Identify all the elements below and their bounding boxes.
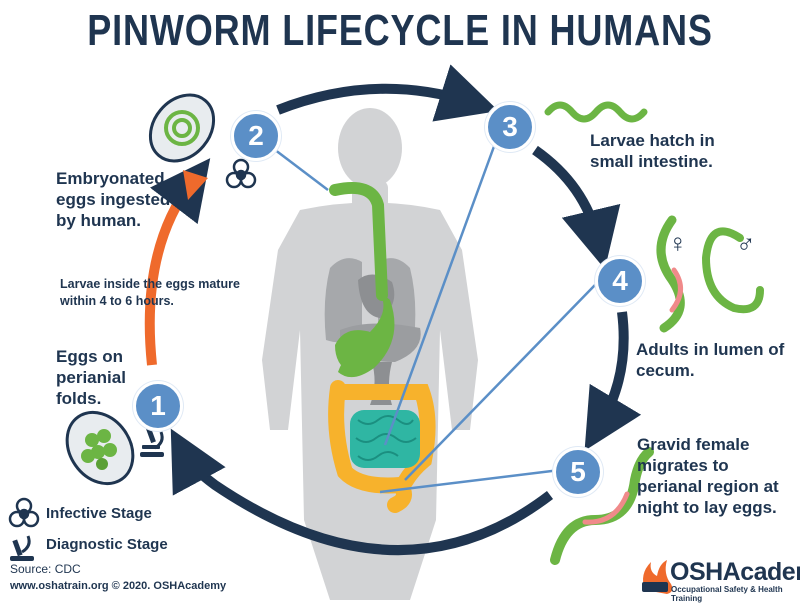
female-symbol: ♀	[668, 228, 688, 258]
stage-3-badge: 3	[485, 102, 535, 152]
embryonated-egg-icon	[148, 93, 216, 163]
stage-1-badge: 1	[133, 381, 183, 431]
page-title: PINWORM LIFECYCLE IN HUMANS	[87, 6, 713, 55]
adult-worms-icon	[656, 215, 764, 333]
stage-5-badge: 5	[553, 447, 603, 497]
gravid-female-worm-icon	[550, 447, 654, 565]
biohazard-icon	[225, 158, 257, 189]
arrow-1-to-2	[144, 158, 211, 366]
stage-5-label: Gravid female migrates to perianal regio…	[637, 435, 779, 517]
legend-infective-stage: Infective Stage	[46, 505, 152, 522]
legend-microscope-icon	[10, 535, 34, 561]
egg-perianal-icon	[65, 410, 135, 486]
copyright-notice: www.oshatrain.org © 2020. OSHAcademy	[10, 580, 227, 592]
stage-3-label: Larvae hatch in small intestine.	[590, 131, 715, 171]
orange-arrowhead	[183, 170, 208, 200]
source-credit: Source: CDC	[10, 562, 81, 576]
cycle-arrows	[144, 64, 642, 555]
stage-4-badge: 4	[595, 256, 645, 306]
maturation-note: Larvae inside the eggs mature within 4 t…	[60, 277, 240, 308]
arrow-5-to-1	[170, 428, 554, 555]
stage-1-label: Eggs on perianial folds.	[56, 347, 126, 408]
oshacademy-logo-flame-icon	[642, 560, 673, 594]
male-symbol: ♂	[736, 228, 756, 258]
digestive-tract-upper	[329, 181, 395, 378]
stage-2-label: Embryonated eggs ingested by human.	[56, 169, 171, 230]
larva-worm-icon	[544, 101, 648, 123]
arrow-2-to-3	[276, 64, 499, 122]
stage-2-badge: 2	[231, 111, 281, 161]
arrow-4-to-5	[584, 311, 642, 451]
oshacademy-logo-tagline: Occupational Safety & Health Training	[671, 585, 783, 603]
arrow-3-to-4	[532, 145, 621, 270]
legend-diagnostic-stage: Diagnostic Stage	[46, 536, 168, 553]
oshacademy-logo-text: OSHAcademy	[670, 558, 800, 586]
stage-4-label: Adults in lumen of cecum.	[636, 340, 785, 380]
legend-biohazard-icon	[8, 497, 40, 528]
